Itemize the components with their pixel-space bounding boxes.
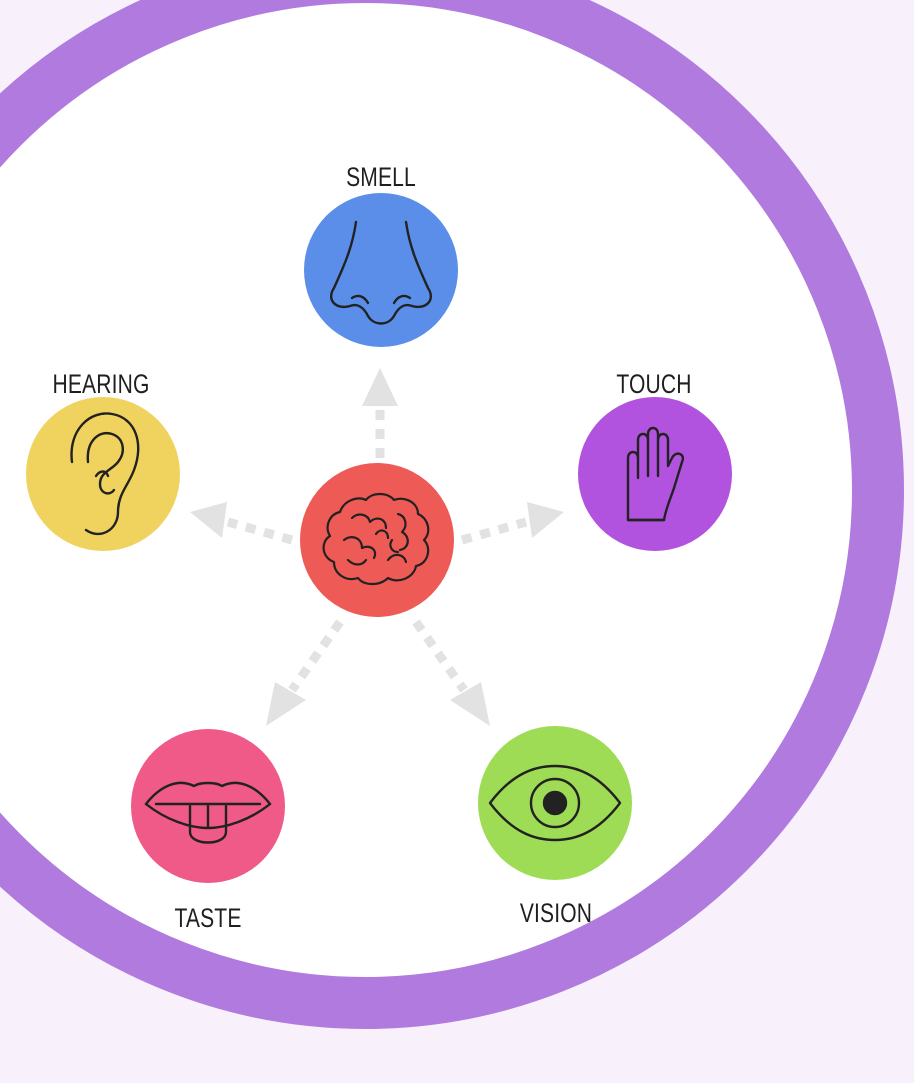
vision-label: VISION: [519, 898, 593, 928]
touch-node: [578, 397, 732, 551]
arrow-to-hearing: [190, 502, 294, 545]
arrow-to-vision: [412, 619, 490, 726]
hearing-node: [26, 397, 180, 551]
hand-icon: [626, 426, 685, 522]
smell-node: [304, 193, 458, 347]
brain-icon: [322, 492, 430, 586]
tongue-icon: [144, 781, 272, 844]
brain-node: [300, 463, 454, 617]
taste-label: TASTE: [174, 903, 242, 933]
arrow-to-touch: [460, 502, 564, 545]
arrow-to-taste: [266, 619, 344, 726]
arrows: [190, 368, 564, 726]
smell-label: SMELL: [346, 162, 416, 192]
vision-node: [478, 726, 632, 880]
taste-node: [131, 729, 285, 883]
eye-icon: [488, 764, 622, 842]
nose-icon: [329, 220, 433, 325]
hearing-label: HEARING: [52, 369, 150, 399]
ear-icon: [70, 412, 140, 536]
arrow-to-smell: [362, 368, 398, 458]
touch-label: TOUCH: [616, 369, 692, 399]
